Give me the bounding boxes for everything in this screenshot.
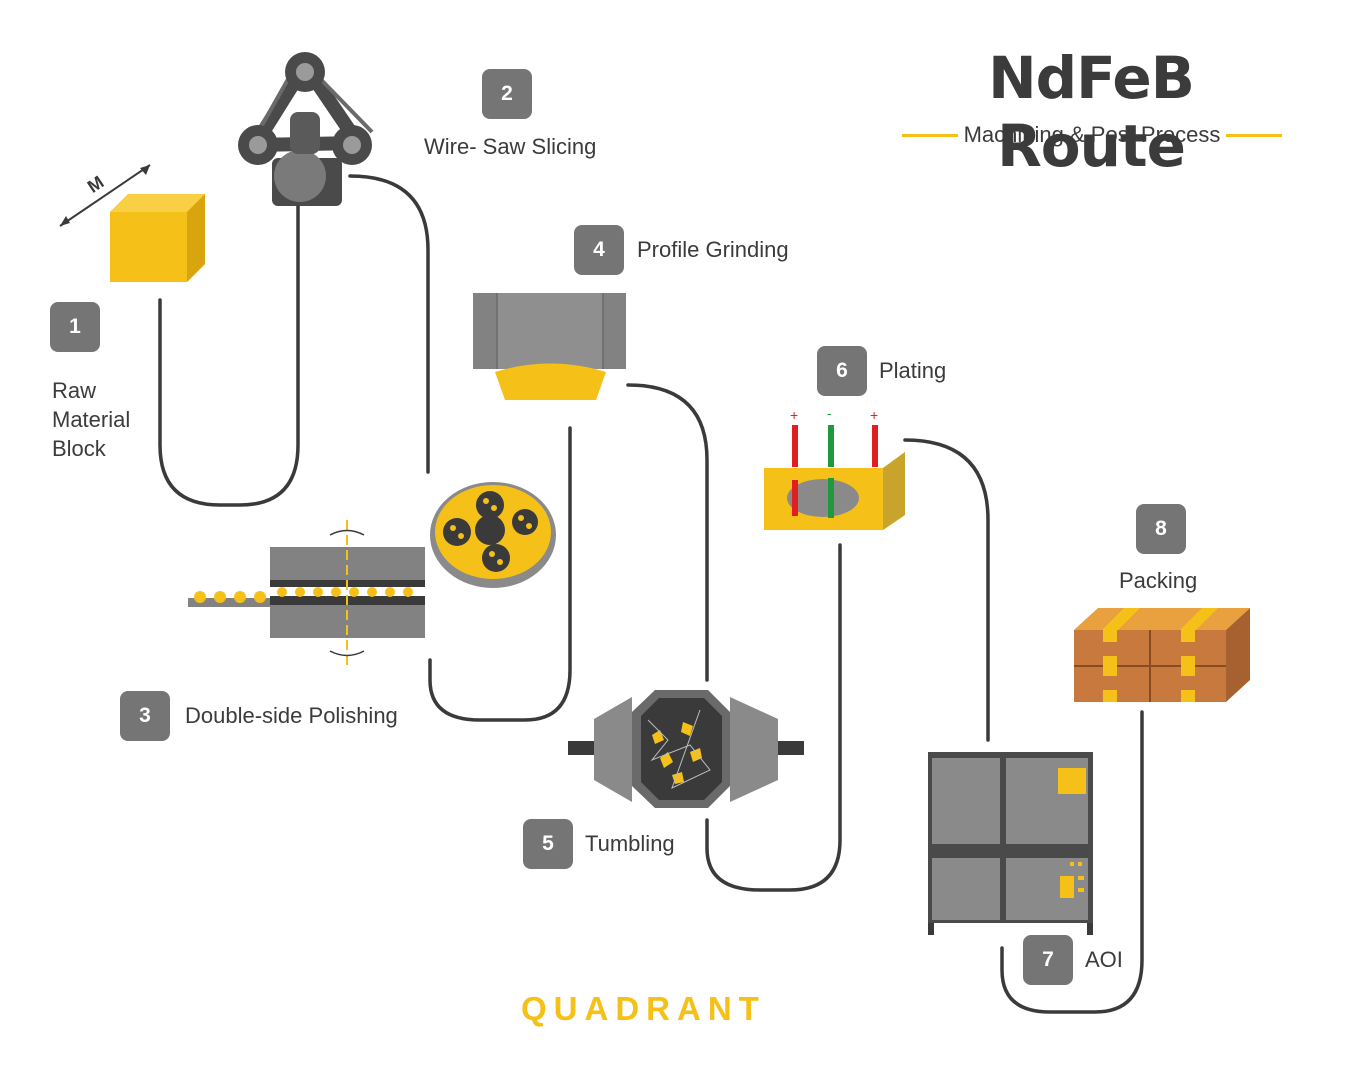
raw-block-icon <box>59 164 205 282</box>
step-badge-3: 3 <box>120 691 170 741</box>
grinding-icon <box>473 293 626 400</box>
plating-bath-icon <box>764 425 905 530</box>
subtitle-row: Machining & Post Process <box>902 120 1282 150</box>
plating-polarity-cathode: - <box>827 405 832 421</box>
flow-connector <box>158 174 1144 1014</box>
step-label-1: Raw Material Block <box>52 378 131 461</box>
tumbling-drum-icon <box>568 690 804 808</box>
packing-boxes-icon <box>1074 608 1250 702</box>
step-label-4: Profile Grinding <box>637 237 789 262</box>
page-subtitle: Machining & Post Process <box>963 122 1221 147</box>
wire-saw-icon <box>238 52 374 206</box>
subtitle-rule-left <box>902 133 958 137</box>
step-badge-8: 8 <box>1136 504 1186 554</box>
block-axis-label: M <box>84 172 108 197</box>
page-title: NdFeB Route <box>988 44 1195 180</box>
step-label-7: AOI <box>1085 947 1123 972</box>
step-label-6: Plating <box>879 358 947 383</box>
aoi-machine-icon <box>928 752 1093 935</box>
polishing-machine-icon <box>188 520 425 668</box>
step-badge-2: 2 <box>482 69 532 119</box>
step-badge-1: 1 <box>50 302 100 352</box>
step-badge-6: 6 <box>817 346 867 396</box>
step-label-3: Double-side Polishing <box>185 703 398 728</box>
polishing-carrier-icon <box>430 482 556 588</box>
step-label-5: Tumbling <box>585 831 675 856</box>
plating-polarity-anode-1: + <box>790 407 798 423</box>
step-label-8: Packing <box>1119 568 1198 593</box>
subtitle-rule-right <box>1226 133 1282 137</box>
brand-logo-text: QUADRANT <box>521 990 766 1027</box>
step-badge-5: 5 <box>523 819 573 869</box>
step-badge-7: 7 <box>1023 935 1073 985</box>
step-label-2: Wire- Saw Slicing <box>424 134 597 159</box>
plating-polarity-anode-2: + <box>870 407 878 423</box>
step-badge-4: 4 <box>574 225 624 275</box>
